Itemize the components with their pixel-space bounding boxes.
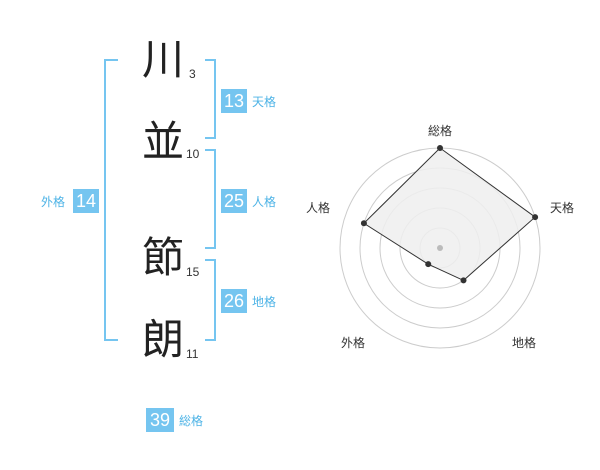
jinkaku-value: 25 <box>221 189 247 213</box>
radar-label-jinkaku: 人格 <box>306 200 330 215</box>
jinkaku-bracket <box>205 149 216 249</box>
chikaku-bracket <box>205 259 216 341</box>
chikaku-value: 26 <box>221 289 247 313</box>
gaikaku-value: 14 <box>73 189 99 213</box>
radar-label-tenkaku: 天格 <box>550 200 574 215</box>
soukaku-value: 39 <box>146 408 174 432</box>
name-char-3: 節 <box>141 233 184 282</box>
radar-label-soukaku: 総格 <box>428 123 452 138</box>
jinkaku-label: 人格 <box>252 195 277 209</box>
chikaku-label: 地格 <box>252 295 277 309</box>
name-char-2: 並 <box>141 117 184 166</box>
stroke-count-1: 3 <box>189 67 196 81</box>
radar-point <box>425 261 432 268</box>
name-char-4: 朗 <box>141 315 184 364</box>
soukaku-label: 総格 <box>179 414 204 428</box>
stroke-count-3: 15 <box>186 265 200 279</box>
radar-label-gaikaku: 外格 <box>341 335 365 350</box>
tenkaku-bracket <box>205 59 216 139</box>
stroke-count-4: 11 <box>186 347 199 361</box>
radar-points <box>360 145 539 284</box>
radar-label-chikaku: 地格 <box>512 335 536 350</box>
radar-point <box>360 220 367 227</box>
radar-center-dot <box>437 245 443 251</box>
radar-point <box>460 277 467 284</box>
name-char-1: 川 <box>141 35 184 84</box>
outer-bracket <box>104 59 118 341</box>
tenkaku-value: 13 <box>221 89 247 113</box>
radar-point <box>437 145 443 151</box>
gaikaku-label: 外格 <box>41 195 66 209</box>
stroke-count-2: 10 <box>186 147 200 161</box>
tenkaku-label: 天格 <box>252 95 277 109</box>
radar-series-polygon <box>363 147 536 281</box>
radar-point <box>532 214 539 221</box>
